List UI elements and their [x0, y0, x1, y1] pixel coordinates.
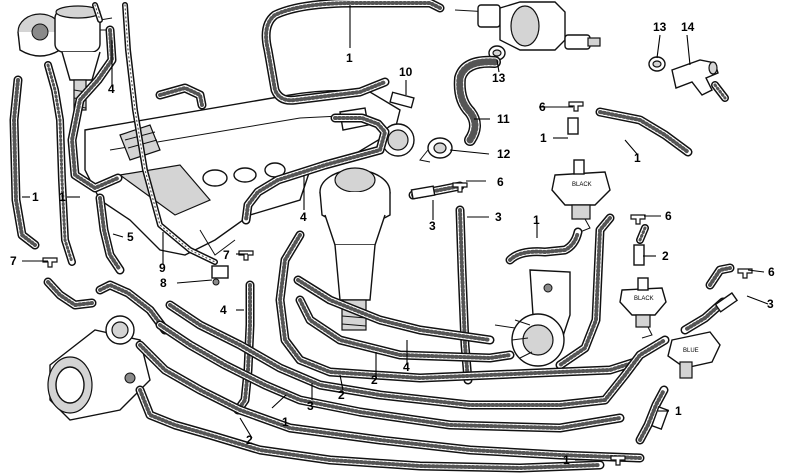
callout-c9: 9 [159, 261, 166, 275]
distributor [17, 5, 113, 111]
callout-c1f: 1 [533, 213, 540, 227]
callout-c2d: 2 [246, 433, 253, 447]
hose-distributor-down-texture [46, 63, 74, 264]
callout-c14: 14 [681, 20, 695, 34]
callout-c7b: 7 [223, 248, 230, 262]
callout-c1h: 1 [675, 404, 682, 418]
hose-loop-a-texture [277, 233, 637, 381]
fuel-pressure-regulator [454, 1, 601, 51]
thermostat-housing [47, 315, 151, 421]
callout-c5: 5 [127, 230, 134, 244]
callout-c1e: 1 [634, 151, 641, 165]
callout-c7a: 7 [10, 254, 17, 268]
hose-clamp-12 [419, 137, 453, 163]
part-callouts: 1 1 1 1 1 1 1 1 1 2 2 2 2 3 3 3 3 4 4 4 … [10, 20, 775, 467]
control-valve-black-lower: BLACK [619, 277, 667, 339]
hose-loop-e-texture [158, 323, 622, 431]
y-connector-14 [671, 59, 719, 96]
hose-loop-b-texture [296, 278, 492, 342]
hose-right-valve-texture [638, 226, 647, 242]
valve-marking-black-upper: BLACK [572, 182, 592, 188]
callout-c12: 12 [497, 147, 511, 161]
callout-c4a: 4 [108, 82, 115, 96]
callout-c4d: 4 [403, 360, 410, 374]
hose-right-vert-texture [638, 388, 666, 442]
hose-center-4-texture [236, 283, 252, 412]
connector [633, 244, 645, 266]
hose-loop-d-texture [168, 303, 667, 407]
intake-manifold [84, 89, 415, 256]
hose-mid-2-texture [458, 208, 470, 382]
hose-clamp-13 [488, 45, 666, 72]
valve-marking-black-lower: BLACK [634, 296, 654, 302]
callout-c8: 8 [160, 276, 167, 290]
hose-bracket [211, 265, 229, 279]
callout-c4b: 4 [300, 210, 307, 224]
leader-lines [22, 5, 769, 461]
bracket-bolt [212, 278, 220, 286]
hose-right-6-texture [558, 216, 612, 367]
hose-low-left-2-texture [98, 282, 167, 332]
hose-distributor-left-texture [11, 78, 37, 247]
callout-c6d: 6 [768, 265, 775, 279]
control-valve-black-upper: BLACK [551, 159, 611, 233]
valve-marking-blue: BLUE [683, 348, 699, 354]
hose-top-long [261, 0, 445, 105]
callout-c6a: 6 [539, 100, 546, 114]
hose-loop-c-texture [298, 298, 512, 361]
callout-c3b: 3 [495, 210, 502, 224]
hose-loop-f-texture [138, 343, 642, 460]
callout-c13b: 13 [653, 20, 667, 34]
auxiliary-air-valve [319, 167, 391, 331]
callout-c2b: 2 [371, 373, 378, 387]
connector [714, 292, 739, 313]
tee-fitting [630, 214, 646, 225]
connector [650, 405, 670, 431]
hose-right-up-texture [708, 266, 732, 287]
hose-bottom-long-texture [138, 388, 602, 471]
callout-c1c: 1 [59, 190, 66, 204]
tee-fitting [42, 257, 58, 268]
callout-c1b: 1 [32, 190, 39, 204]
hose-upper-left-texture [69, 28, 120, 191]
hose-valve-top [595, 107, 693, 157]
callout-c11: 11 [497, 112, 510, 126]
hose-top-left-1-texture [124, 4, 216, 263]
vacuum-pump [494, 269, 571, 367]
callout-c1a: 1 [346, 51, 353, 65]
callout-c4c: 4 [220, 303, 227, 317]
callout-c1i: 1 [563, 453, 570, 467]
callout-c1d: 1 [540, 131, 547, 145]
tee-fitting [238, 250, 254, 261]
callout-c6c: 6 [665, 209, 672, 223]
callout-c3c: 3 [767, 297, 774, 311]
callout-c13a: 13 [492, 71, 506, 85]
hose-top-long-texture [264, 0, 442, 103]
callout-c3d: 3 [307, 399, 314, 413]
hose-valve-top-texture [598, 110, 690, 154]
connector [389, 91, 415, 109]
callout-c6b: 6 [497, 175, 504, 189]
straight-connectors [211, 91, 739, 431]
callout-c1g: 1 [282, 415, 289, 429]
hose-top-left-2-texture [94, 4, 101, 21]
hose-curved-11-texture [456, 58, 499, 144]
tee-fitting [610, 455, 626, 466]
hose-short-5-texture [98, 196, 122, 272]
hose-top-long-fill [263, 0, 443, 104]
connector [410, 185, 436, 200]
callout-c10: 10 [399, 65, 413, 79]
callout-c3a: 3 [429, 219, 436, 233]
hose-manifold-right-texture [244, 116, 388, 222]
callout-c2a: 2 [662, 249, 669, 263]
callout-c2c: 2 [338, 388, 345, 402]
hose-14-right-texture [713, 83, 727, 100]
connector [567, 117, 579, 135]
hose-valve-1-texture [508, 230, 580, 262]
control-valve-blue: BLUE [667, 331, 721, 379]
hose-manifold-top-texture [158, 85, 204, 107]
hose-low-left-1-texture [46, 280, 94, 308]
